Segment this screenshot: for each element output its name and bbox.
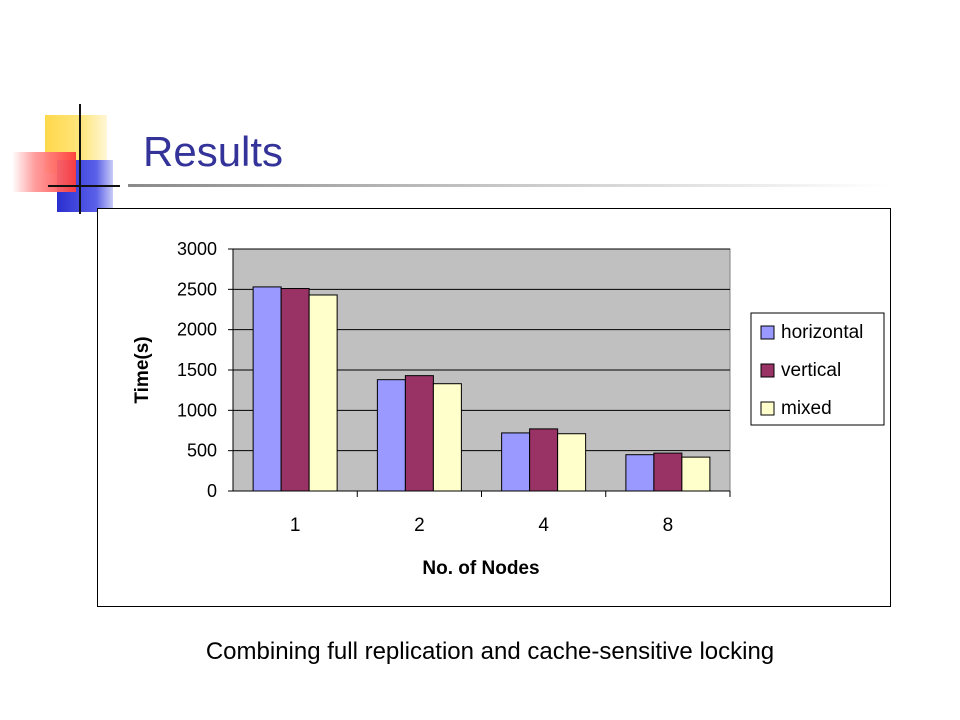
bar-vertical-4 [529,428,559,492]
x-tick-label: 1 [290,515,301,536]
y-tick-label: 0 [207,481,217,501]
bar-mixed-4 [557,433,587,492]
x-tick-label: 4 [538,515,549,536]
legend-label-horizontal: horizontal [781,322,863,343]
bar-horizontal-2 [376,379,406,492]
x-tick-label: 2 [414,515,425,536]
y-tick-label: 3000 [177,239,217,259]
legend-swatch-horizontal [760,325,775,340]
axes [228,248,731,497]
legend-swatch-mixed [760,401,775,416]
bar-mixed-2 [432,383,462,492]
y-tick-label: 2000 [177,320,217,340]
y-tick-label: 1500 [177,360,217,380]
chart-frame: 0 500 1000 1500 2000 2500 3000 1 2 4 8 Time(s) No… [97,208,891,607]
x-tick-labels: 1 2 4 8 [290,515,673,536]
legend-swatch-vertical [760,363,775,378]
bar-vertical-2 [404,375,434,492]
bar-vertical-1 [280,288,310,492]
y-tick-label: 2500 [177,279,217,299]
bar-horizontal-1 [252,286,282,492]
y-tick-label: 1000 [177,400,217,420]
bar-mixed-1 [308,294,338,492]
bar-chart: 0 500 1000 1500 2000 2500 3000 1 2 4 8 Time(s) No… [132,239,885,579]
y-tick-labels: 0 500 1000 1500 2000 2500 3000 [177,239,217,501]
bars [252,286,711,492]
slide-caption: Combining full replication and cache-sen… [205,638,775,665]
x-tick-label: 8 [663,515,674,536]
bar-horizontal-4 [501,432,531,492]
legend-label-mixed: mixed [781,398,832,419]
y-axis-label: Time(s) [132,336,153,403]
bar-mixed-8 [681,456,711,492]
legend-label-vertical: vertical [781,360,841,381]
bar-vertical-8 [653,452,683,492]
bar-horizontal-8 [625,454,655,492]
legend: horizontal vertical mixed [750,312,885,426]
y-tick-label: 500 [187,441,217,461]
decor-horizontal-line [48,185,120,187]
x-axis-label: No. of Nodes [422,558,539,579]
slide-title: Results [143,128,284,175]
decor-vertical-line [79,104,81,214]
title-underline [128,184,888,187]
